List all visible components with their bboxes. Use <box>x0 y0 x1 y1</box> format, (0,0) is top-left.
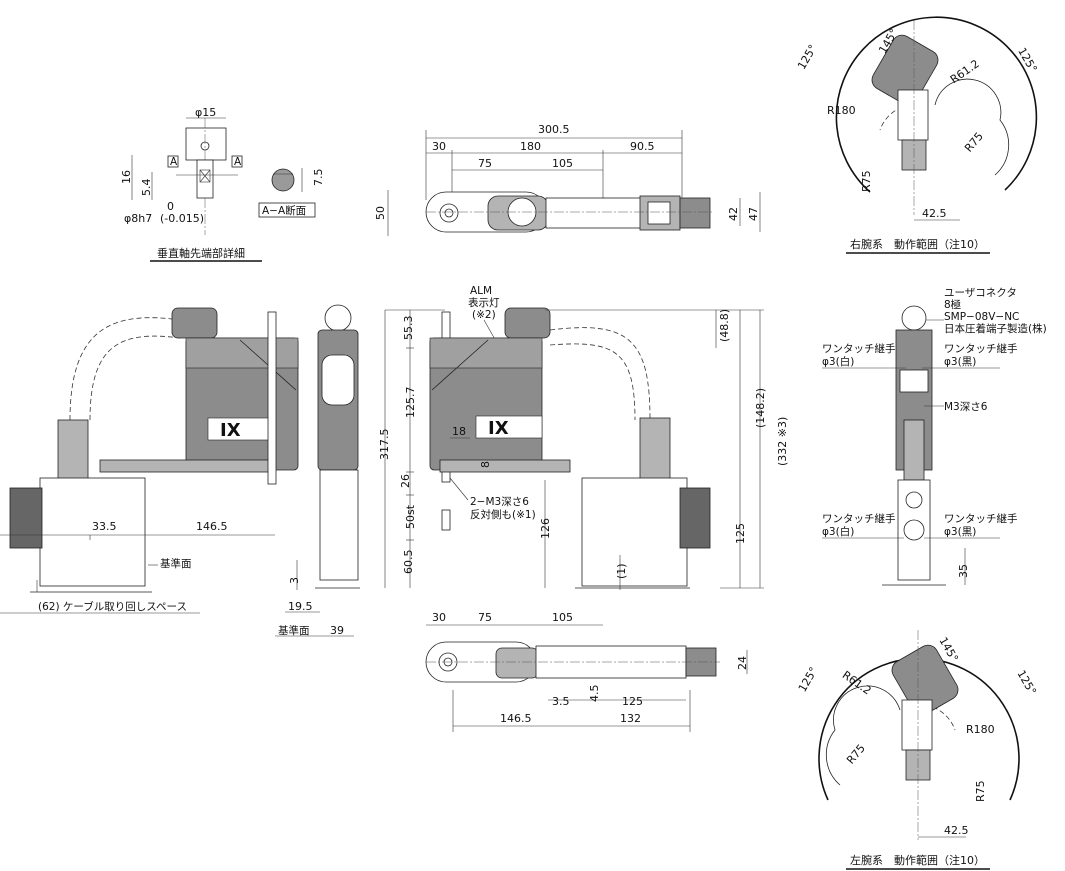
top-d42: 42 <box>727 207 740 221</box>
left-d146-5: 146.5 <box>196 520 228 533</box>
narrow-d19-5: 19.5 <box>288 600 313 613</box>
side-view-logo: IX <box>488 418 509 439</box>
left-cable-space: (62) ケーブル取り回しスペース <box>38 600 187 613</box>
side-d317-5: 317.5 <box>378 429 391 461</box>
left-ref-surface: 基準面 <box>160 557 192 570</box>
range-left-a125-left: 125° <box>796 665 821 694</box>
bottom-d24: 24 <box>736 656 749 670</box>
detail-tolerance: (-0.015) <box>160 212 204 225</box>
side-d125: 125 <box>734 523 747 544</box>
right-fitting-white-1-spec: φ3(白) <box>822 355 854 368</box>
top-d50: 50 <box>374 206 387 220</box>
detail-dia8h7: φ8h7 <box>124 212 152 225</box>
bottom-d125: 125 <box>622 695 643 708</box>
side-d1: (1) <box>615 563 628 579</box>
narrow-d3: 3 <box>288 577 301 584</box>
side-alm-lamp: 表示灯 <box>468 296 500 309</box>
range-right-r180: R180 <box>827 104 856 117</box>
detail-dim0: 0 <box>167 200 174 213</box>
left-view: IX 33.5 146.5 基準面 (62) ケーブル取り回しスペース <box>0 307 299 614</box>
side-m3: 2−M3深さ6 <box>470 496 529 508</box>
narrow-side-view: 3 19.5 基準面 39 <box>275 304 360 637</box>
detail-section-a-right: A <box>234 156 242 168</box>
detail-title: 垂直軸先端部詳細 <box>157 246 245 260</box>
top-overall-300-5: 300.5 <box>538 123 570 136</box>
range-left-r75-a: R75 <box>844 742 868 767</box>
right-elevation-view: ユーザコネクタ 8極 SMP−08V−NC 日本圧着端子製造(株) ワンタッチ継… <box>822 287 1047 586</box>
side-d148-2: (148.2) <box>754 388 767 428</box>
bottom-d30: 30 <box>432 611 446 624</box>
side-alm: ALM <box>470 285 492 297</box>
side-d125-7: 125.7 <box>404 387 417 419</box>
bottom-d146-5: 146.5 <box>500 712 532 725</box>
detail-dia15: φ15 <box>195 106 216 119</box>
bottom-d4-5: 4.5 <box>588 685 601 703</box>
right-fitting-black-1: ワンタッチ継手 <box>944 342 1018 355</box>
side-d60-5: 60.5 <box>402 550 415 575</box>
top-d90-5: 90.5 <box>630 140 655 153</box>
side-d126: 126 <box>539 518 552 539</box>
top-d30: 30 <box>432 140 446 153</box>
range-right-r61-2: R61.2 <box>948 57 982 86</box>
bottom-view: 30 75 105 24 3.5 4.5 125 146.5 132 <box>425 611 749 732</box>
right-fitting-black-1-spec: φ3(黒) <box>944 356 976 368</box>
right-model: SMP−08V−NC <box>944 311 1019 323</box>
right-d35: 35 <box>957 564 970 578</box>
bottom-d132: 132 <box>620 712 641 725</box>
bottom-d75: 75 <box>478 611 492 624</box>
range-right-d42-5: 42.5 <box>922 207 947 220</box>
side-m3-opposite: 反対側も(※1) <box>470 508 536 521</box>
range-left-caption: 左腕系 動作範囲（注10） <box>850 853 985 867</box>
range-right-arm: 125° 145° 125° R61.2 R180 R75 R75 42.5 右… <box>795 16 1040 254</box>
range-right-r75-b: R75 <box>860 170 873 192</box>
right-fitting-black-2-spec: φ3(黒) <box>944 526 976 538</box>
right-maker: 日本圧着端子製造(株) <box>944 322 1047 335</box>
range-left-r75-b: R75 <box>974 780 987 802</box>
top-d180: 180 <box>520 140 541 153</box>
left-view-logo: IX <box>220 420 241 441</box>
range-left-a125-right: 125° <box>1014 668 1039 697</box>
range-left-d42-5: 42.5 <box>944 824 969 837</box>
right-poles: 8極 <box>944 298 961 311</box>
side-note2: (※2) <box>472 309 496 321</box>
detail-section-caption: A−A断面 <box>262 204 306 217</box>
left-d33-5: 33.5 <box>92 520 117 533</box>
right-connector: ユーザコネクタ <box>944 287 1017 299</box>
top-d105: 105 <box>552 157 573 170</box>
side-d50st: 50st <box>404 504 417 529</box>
narrow-ref-surface: 基準面 <box>278 624 310 637</box>
top-view: 300.5 30 180 90.5 75 105 50 42 47 <box>374 123 761 236</box>
side-d332: (332 ※3) <box>776 417 789 466</box>
right-fitting-white-1: ワンタッチ継手 <box>822 342 896 355</box>
right-m3-depth: M3深さ6 <box>944 401 988 413</box>
side-d26: 26 <box>399 474 412 488</box>
top-d47: 47 <box>747 207 760 221</box>
range-right-a125-left: 125° <box>795 42 820 71</box>
side-d8: 8 <box>479 461 492 468</box>
bottom-d105: 105 <box>552 611 573 624</box>
right-fitting-white-2-spec: φ3(白) <box>822 525 854 538</box>
detail-vertical-axis-tip: φ15 16 5.4 A A 0 φ8h7 (-0.015) 7.5 A−A断面… <box>120 106 325 262</box>
detail-dim7-5: 7.5 <box>312 169 325 187</box>
detail-dim16: 16 <box>120 170 133 184</box>
top-d75: 75 <box>478 157 492 170</box>
right-fitting-black-2: ワンタッチ継手 <box>944 512 1018 525</box>
detail-dim5-4: 5.4 <box>140 179 153 197</box>
centre-side-view: ALM 表示灯 (※2) IX 317.5 55.3 125.7 26 50st… <box>378 285 789 590</box>
detail-section-a-left: A <box>170 156 178 168</box>
range-left-arm: 125° 145° 125° R61.2 R180 R75 R75 42.5 左… <box>796 630 1039 870</box>
narrow-d39: 39 <box>330 624 344 637</box>
range-left-r180: R180 <box>966 723 995 736</box>
side-d48-8: (48.8) <box>718 309 731 342</box>
side-d55-3: 55.3 <box>402 316 415 341</box>
range-right-caption: 右腕系 動作範囲（注10） <box>850 237 985 251</box>
side-d18: 18 <box>452 425 466 438</box>
bottom-d3-5: 3.5 <box>552 695 570 708</box>
right-fitting-white-2: ワンタッチ継手 <box>822 512 896 525</box>
range-right-r75-a: R75 <box>962 130 986 155</box>
